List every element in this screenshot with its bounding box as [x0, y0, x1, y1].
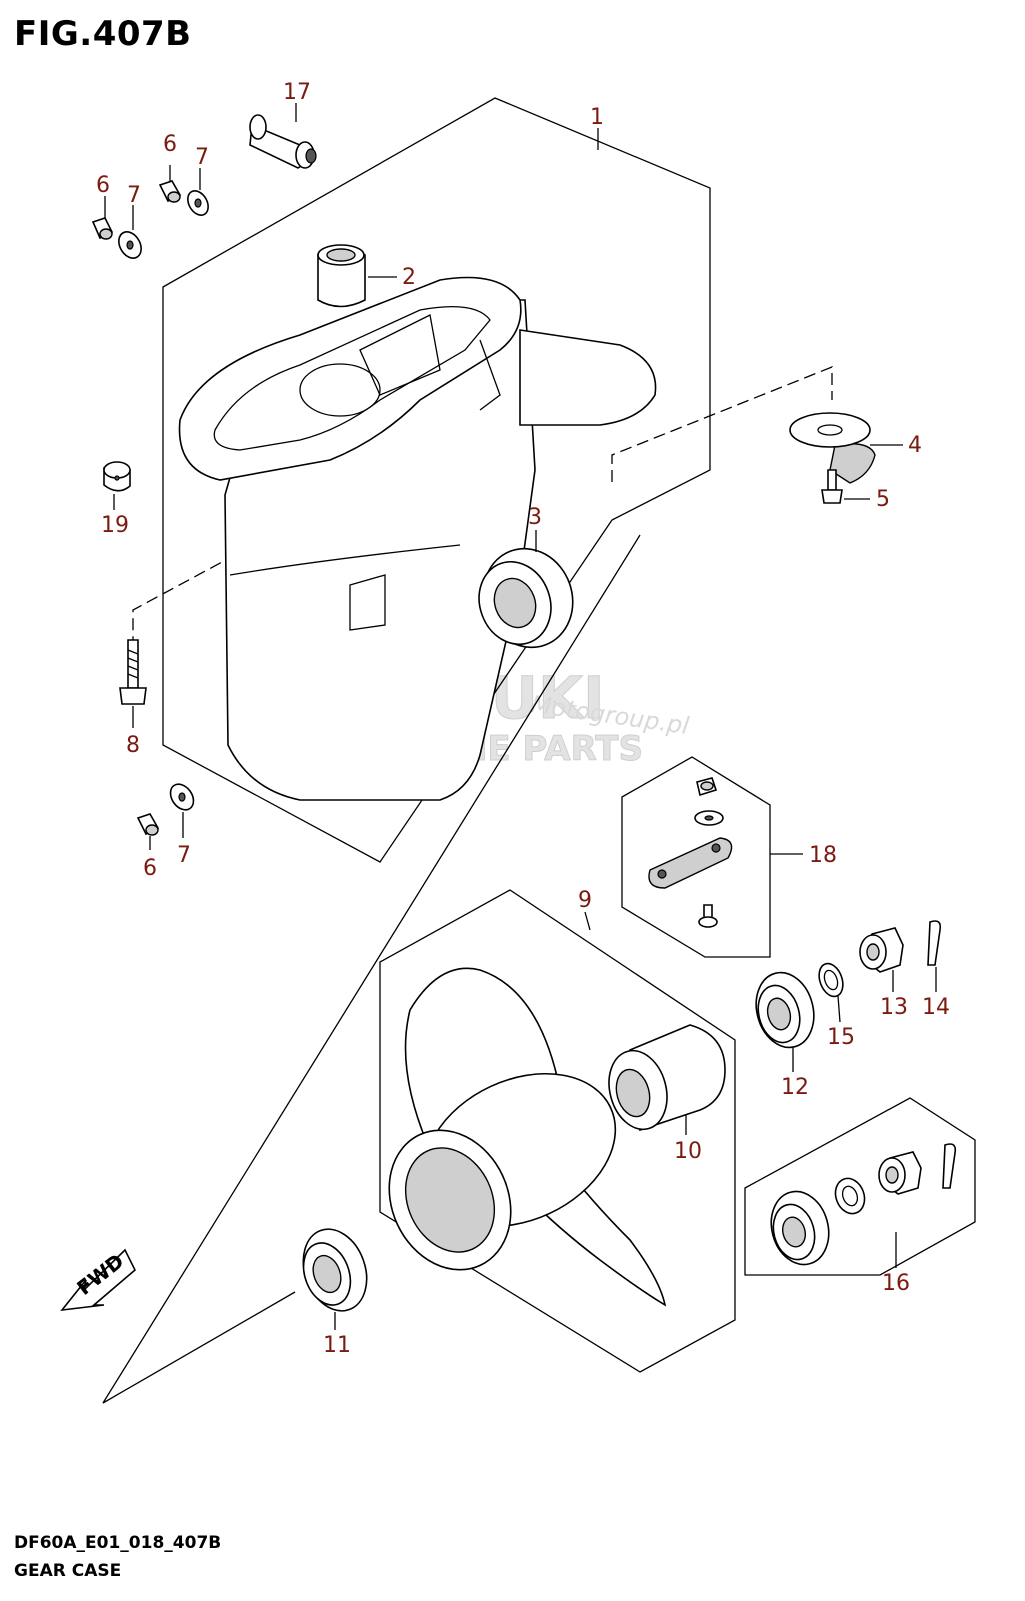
- group-outline-part-18: [621, 756, 771, 958]
- spacer-in-group-16: [770, 1190, 830, 1266]
- callout-6b: 6: [163, 132, 177, 157]
- spacer-part-12: [755, 971, 815, 1049]
- group-outline-gear-case: [162, 97, 711, 863]
- callout-7c: 7: [177, 843, 191, 868]
- oil-seal-part-3: [478, 547, 574, 649]
- washer-part-7-a: [118, 231, 142, 259]
- plate-in-group-18: [648, 837, 733, 889]
- callout-6a: 6: [96, 173, 110, 198]
- callout-1: 1: [590, 105, 604, 130]
- callout-16: 16: [882, 1271, 910, 1296]
- callout-12: 12: [781, 1075, 809, 1100]
- gear-case-housing: [178, 276, 657, 801]
- group-outline-part-16: [744, 1097, 976, 1276]
- washer-part-7-c: [169, 783, 195, 811]
- group-outline-propeller: [379, 889, 736, 1373]
- callout-11: 11: [323, 1333, 351, 1358]
- callout-leaders: [104, 103, 937, 1330]
- screw-part-6-a: [91, 217, 114, 240]
- bolt-part-5: [821, 469, 843, 504]
- figure-title: FIG.407B: [14, 14, 192, 54]
- castle-nut-in-group-16: [878, 1151, 922, 1195]
- propeller-part-9: [388, 967, 667, 1307]
- callout-18: 18: [809, 843, 837, 868]
- leader-anode: [611, 366, 833, 482]
- leader-propeller-group: [102, 534, 641, 1404]
- callout-13: 13: [880, 995, 908, 1020]
- callout-9: 9: [578, 888, 592, 913]
- callout-5: 5: [876, 487, 890, 512]
- bushing-part-10: [608, 1024, 726, 1132]
- washer-in-group-16: [834, 1177, 866, 1215]
- spacer-part-19: [103, 461, 131, 492]
- thrust-washer-part-11: [302, 1228, 368, 1312]
- anode-part-4: [789, 412, 876, 484]
- castle-nut-part-13: [859, 927, 904, 973]
- callout-8: 8: [126, 733, 140, 758]
- callout-17: 17: [283, 80, 311, 105]
- bushing-part-2: [317, 244, 366, 308]
- washer-part-15: [818, 962, 844, 998]
- callout-7b: 7: [195, 145, 209, 170]
- callout-7a: 7: [127, 183, 141, 208]
- fwd-arrow: FWD: [60, 1248, 136, 1312]
- callout-19: 19: [101, 513, 129, 538]
- screw-part-6-b: [158, 180, 182, 203]
- callout-3: 3: [528, 505, 542, 530]
- callout-4: 4: [908, 433, 922, 458]
- cotter-pin-part-14: [927, 920, 942, 966]
- washer-in-group-18: [694, 810, 724, 826]
- plug-part-17: [249, 114, 317, 169]
- callout-2: 2: [402, 265, 416, 290]
- callout-15: 15: [827, 1025, 855, 1050]
- cotter-pin-in-group-16: [942, 1143, 957, 1189]
- callout-6c: 6: [143, 856, 157, 881]
- figure-code: DF60A_E01_018_407B: [14, 1533, 222, 1553]
- callout-10: 10: [674, 1139, 702, 1164]
- nut-in-group-18: [696, 777, 718, 797]
- screw-in-group-18: [698, 904, 718, 928]
- washer-part-7-b: [187, 190, 209, 216]
- callout-14: 14: [922, 995, 950, 1020]
- figure-name: GEAR CASE: [14, 1561, 122, 1581]
- screw-part-6-c: [136, 813, 160, 836]
- bolt-part-8: [119, 639, 147, 705]
